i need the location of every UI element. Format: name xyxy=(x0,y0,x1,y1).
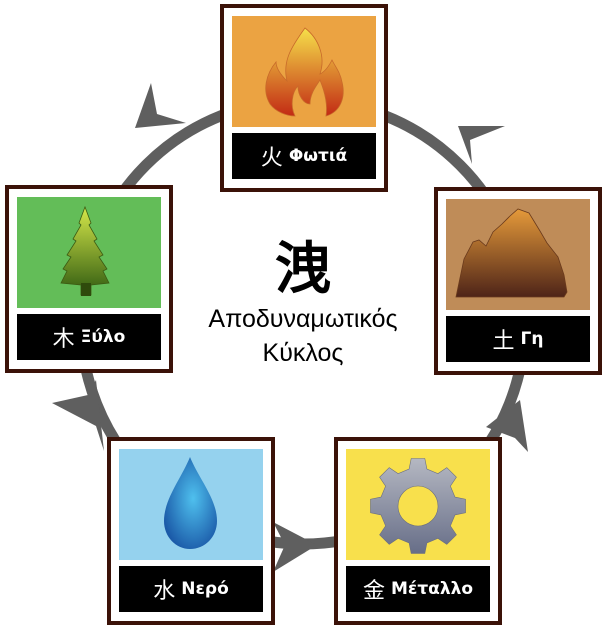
arrow-metal-to-earth xyxy=(486,400,528,452)
water-name: Νερό xyxy=(181,579,229,599)
mountain-icon xyxy=(455,208,568,298)
earth-art xyxy=(446,199,590,310)
wood-name: Ξύλο xyxy=(80,327,126,347)
element-card-fire: 火 Φωτιά xyxy=(220,4,388,192)
element-card-metal: 金 Μέταλλο xyxy=(334,437,502,625)
metal-art xyxy=(346,449,490,560)
fire-label: 火 Φωτιά xyxy=(232,133,376,179)
center-caption: 洩 Αποδυναμωτικός Κύκλος xyxy=(160,238,446,368)
fire-art xyxy=(232,16,376,127)
metal-label: 金 Μέταλλο xyxy=(346,566,490,612)
arrow-wood-to-water xyxy=(52,380,104,451)
tree-icon xyxy=(60,205,110,296)
water-drop-icon xyxy=(164,457,217,549)
cycle-title-line1: Αποδυναμωτικός xyxy=(208,305,398,333)
arrow-fire-to-wood xyxy=(135,83,186,128)
earth-hanzi: 土 xyxy=(492,329,515,354)
earth-name: Γη xyxy=(520,329,544,349)
arrow-water-to-metal xyxy=(273,522,317,572)
flame-icon xyxy=(265,27,344,117)
cycle-title-line2: Κύκλος xyxy=(262,339,344,367)
element-card-wood: 木 Ξύλο xyxy=(5,185,173,373)
element-card-earth: 土 Γη xyxy=(434,187,602,375)
wood-art xyxy=(17,197,161,308)
arrow-earth-to-fire xyxy=(458,126,505,164)
water-art xyxy=(119,449,263,560)
wood-hanzi: 木 xyxy=(52,327,75,352)
metal-name: Μέταλλο xyxy=(390,579,474,599)
water-hanzi: 水 xyxy=(153,579,176,604)
wood-label: 木 Ξύλο xyxy=(17,314,161,360)
fire-name: Φωτιά xyxy=(288,146,348,166)
fire-hanzi: 火 xyxy=(260,146,283,171)
element-card-water: 水 Νερό xyxy=(107,437,275,625)
metal-hanzi: 金 xyxy=(362,579,385,604)
earth-label: 土 Γη xyxy=(446,316,590,362)
gear-icon xyxy=(370,458,466,554)
center-character: 洩 xyxy=(275,236,331,302)
water-label: 水 Νερό xyxy=(119,566,263,612)
